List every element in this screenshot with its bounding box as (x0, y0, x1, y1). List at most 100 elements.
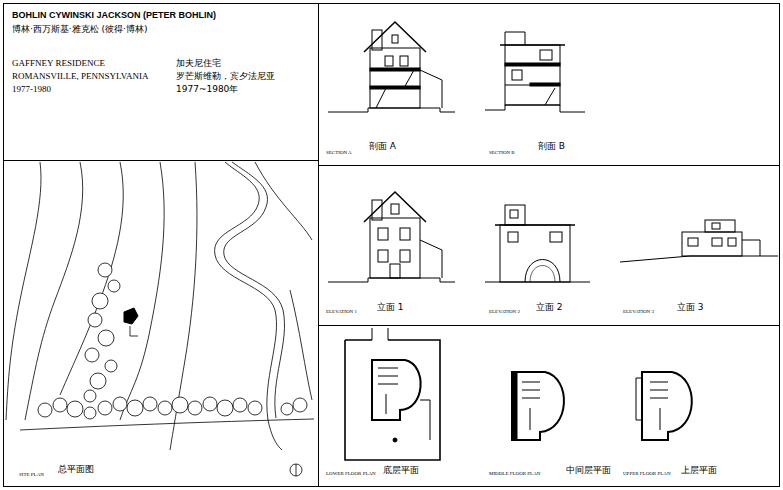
elevation-1-drawing (378, 250, 388, 262)
section-a-drawing (328, 108, 455, 112)
site-building (124, 308, 138, 324)
site-plan-panel: SITE PLAN总平面图 (3, 160, 319, 487)
site-contours (25, 162, 83, 420)
elevation-2-drawing (510, 210, 518, 218)
site-trees (88, 313, 102, 327)
elevation-3-drawing (742, 240, 760, 256)
elevation-2-drawing (525, 260, 560, 283)
site-contours (6, 162, 41, 420)
project-date-cn: 1977~1980年 (176, 85, 238, 95)
project-name-cn: 加夫尼住宅 (176, 59, 221, 69)
site-trees (90, 373, 106, 389)
section-b-drawing (505, 45, 560, 105)
site-contours (20, 419, 314, 430)
site-trees (233, 398, 247, 412)
section-b-drawing (512, 70, 522, 80)
middle-plan-drawing (512, 372, 517, 440)
site-trees (105, 360, 117, 372)
site-trees (84, 407, 96, 419)
elevation-3-drawing (682, 232, 742, 256)
elevation-1-drawing (390, 264, 400, 278)
north-arrow (290, 464, 302, 476)
north-arrow (290, 464, 302, 476)
drawing-caption: LOWER FLOOR PLAN (326, 471, 376, 477)
site-trees (84, 390, 96, 402)
section-a-drawing (420, 70, 442, 108)
section-b-drawing (485, 32, 585, 112)
middle-plan-drawing (512, 372, 564, 440)
lower-plan-drawing (420, 400, 430, 440)
section-a-drawing (385, 56, 393, 66)
site-contours (120, 162, 164, 420)
middle-plan-drawing (512, 372, 564, 440)
elevation-2-drawing (500, 225, 570, 282)
site-trees (92, 293, 108, 309)
drawing-caption-cn: 剖面 A (369, 142, 396, 152)
section-a-drawing (370, 86, 420, 89)
elevation-1-drawing (370, 218, 420, 278)
site-trees (217, 400, 233, 416)
site-trees (127, 400, 143, 416)
elevation-2-drawing (505, 205, 525, 225)
sections-panel: SECTION A 剖面 A SECTION B 剖面 B (318, 3, 780, 166)
site-trees (113, 397, 127, 411)
site-trees (203, 397, 217, 411)
elevation-1-drawing (328, 278, 455, 282)
architect-name: BOHLIN CYWINSKI JACKSON (PETER BOHLIN) (12, 11, 216, 21)
drawing-caption: SECTION A (326, 150, 352, 156)
site-contours (215, 162, 282, 450)
north-arrow (296, 464, 297, 476)
section-b-drawing (530, 83, 560, 86)
elevation-1-drawing (364, 192, 426, 222)
site-trees (38, 263, 307, 419)
site-trees (38, 403, 52, 417)
site-trees (188, 401, 202, 415)
section-b-drawing (505, 63, 560, 66)
elevation-2-drawing (495, 224, 575, 226)
site-contours (6, 162, 314, 450)
lower-plan-drawing (345, 328, 440, 460)
lower-plan-drawing (345, 340, 440, 460)
site-trees (143, 397, 157, 411)
site-trees (293, 398, 307, 412)
section-b-drawing (505, 32, 525, 45)
drawing-caption: ELEVATION 1 (326, 309, 357, 315)
drawing-caption: ELEVATION 3 (623, 309, 654, 315)
project-location-cn: 罗芒斯维勒，宾夕法尼亚 (176, 72, 275, 82)
lower-plan-drawing (372, 328, 388, 340)
section-a-drawing (372, 30, 382, 50)
section-b-drawing (485, 105, 585, 112)
architect-name-cn: 博林·西万斯基·雅克松 (彼得·博林) (12, 25, 147, 35)
site-trees (98, 330, 114, 346)
upper-plan-drawing (636, 372, 692, 440)
project-date: 1977-1980 (12, 85, 51, 95)
drawing-caption-cn: 立面 2 (536, 303, 563, 313)
elevation-3-drawing (712, 223, 720, 229)
section-a-drawing (328, 22, 455, 112)
upper-plan-drawing (636, 378, 642, 420)
site-trees (172, 397, 188, 413)
floor-plans-panel: LOWER FLOOR PLAN底层平面MIDDLE FLOOR PLAN中间层… (318, 325, 780, 487)
drawing-caption-cn: 剖面 B (538, 142, 565, 152)
elevation-2-drawing (485, 205, 590, 282)
elevation-3-drawing (728, 238, 736, 246)
section-b-drawing (500, 44, 565, 46)
site-trees (67, 401, 83, 417)
middle-plan-drawing (522, 382, 540, 430)
elevation-1-drawing (400, 228, 410, 240)
elevation-2-drawing (508, 232, 518, 242)
site-contours (290, 290, 312, 400)
drawing-caption-cn: 立面 1 (377, 303, 404, 313)
elevation-2-drawing (530, 266, 555, 283)
site-trees (53, 398, 67, 412)
site-trees (158, 401, 172, 415)
elevation-2-drawing (550, 232, 562, 242)
elevation-1-drawing (328, 192, 455, 282)
drawing-caption: MIDDLE FLOOR PLAN (489, 471, 540, 477)
elevation-3-drawing (620, 220, 778, 262)
section-a-drawing (400, 56, 408, 66)
drawing-caption: SECTION B (489, 150, 515, 156)
elevations-panel: ELEVATION 1立面 1ELEVATION 2立面 2ELEVATION … (318, 165, 780, 326)
section-b-drawing (505, 65, 560, 85)
